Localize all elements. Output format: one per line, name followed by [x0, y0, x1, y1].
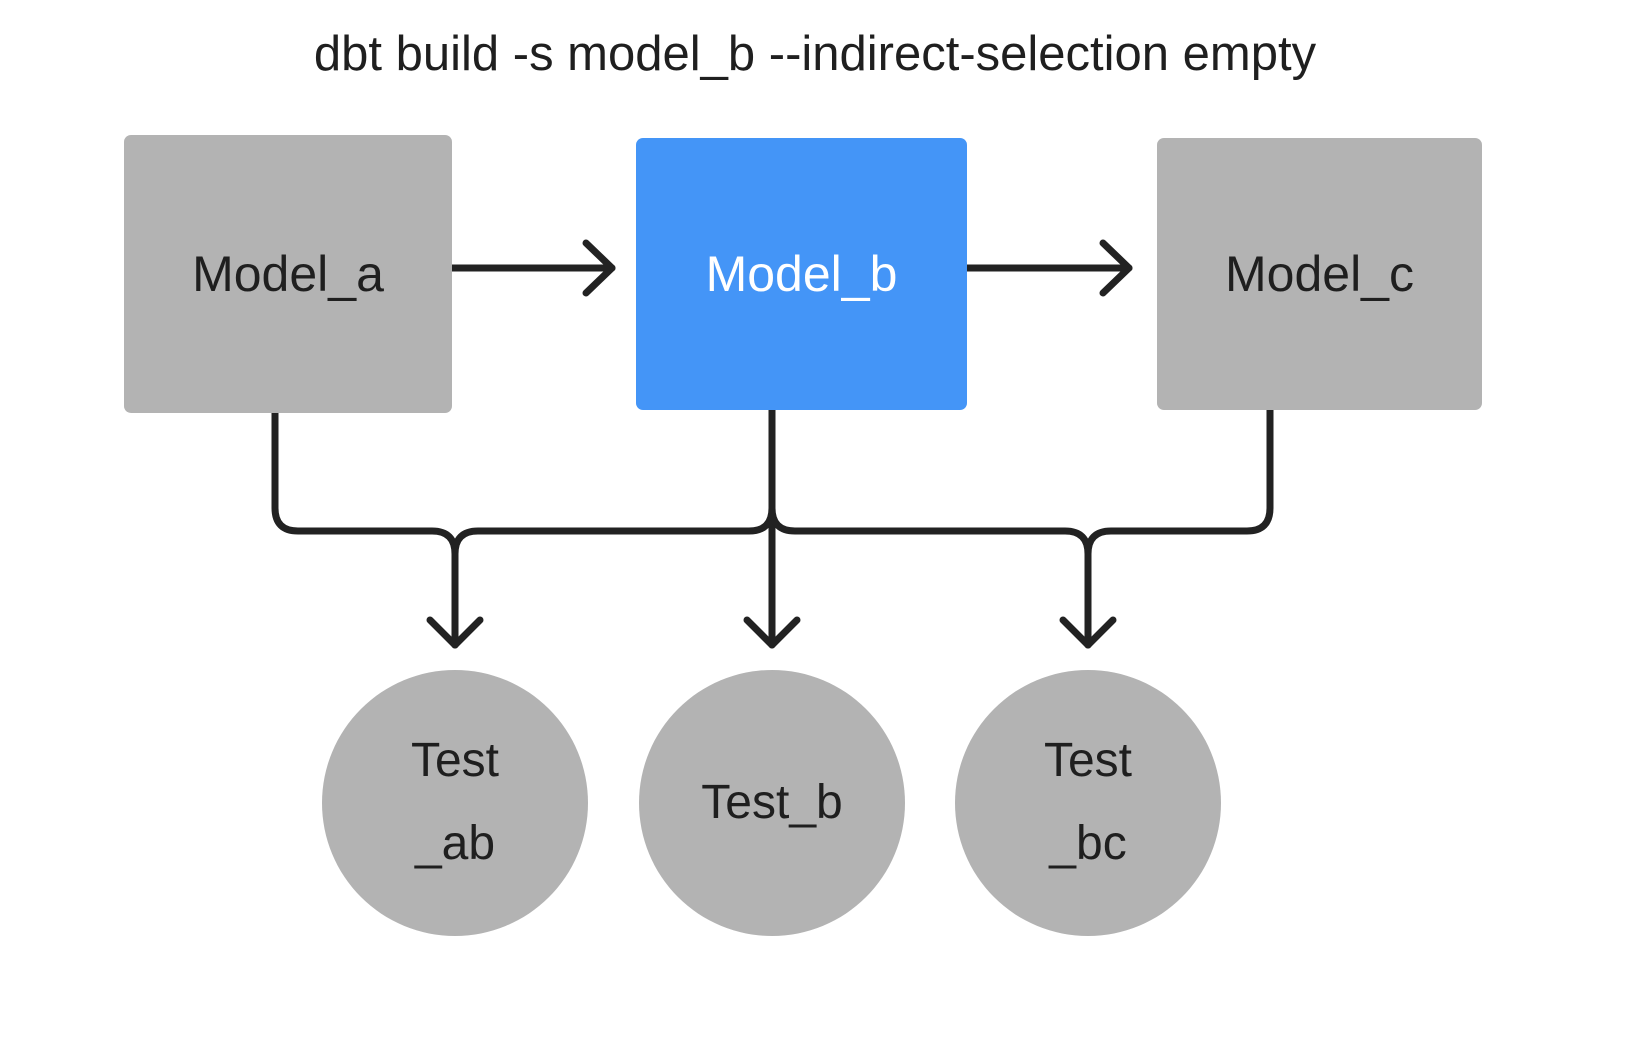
edge-model-c-to-test-bc — [1059, 406, 1274, 649]
node-model-b-label: Model_b — [705, 245, 898, 302]
node-model-a[interactable]: Model_a — [124, 135, 452, 413]
edge-model-b-to-model-c — [963, 239, 1133, 297]
node-test-b[interactable]: Test_b — [639, 670, 905, 936]
edge-model-a-to-test-ab — [271, 409, 484, 649]
node-model-b[interactable]: Model_b — [636, 138, 967, 410]
node-test-bc-label: Test _bc — [1043, 734, 1133, 870]
node-model-a-label: Model_a — [192, 245, 384, 302]
diagram-title: dbt build -s model_b --indirect-selectio… — [313, 27, 1317, 81]
node-test-ab[interactable]: Test _ab — [322, 670, 588, 936]
edge-model-a-to-model-b — [448, 239, 616, 297]
edge-model-b-to-test-ab — [451, 406, 776, 649]
node-test-bc[interactable]: Test _bc — [955, 670, 1221, 936]
node-model-c[interactable]: Model_c — [1157, 138, 1482, 410]
node-test-ab-label: Test _ab — [410, 734, 500, 870]
node-test-b-label: Test_b — [701, 775, 843, 829]
edge-model-b-to-test-bc — [768, 406, 1092, 649]
node-model-c-label: Model_c — [1225, 245, 1414, 302]
